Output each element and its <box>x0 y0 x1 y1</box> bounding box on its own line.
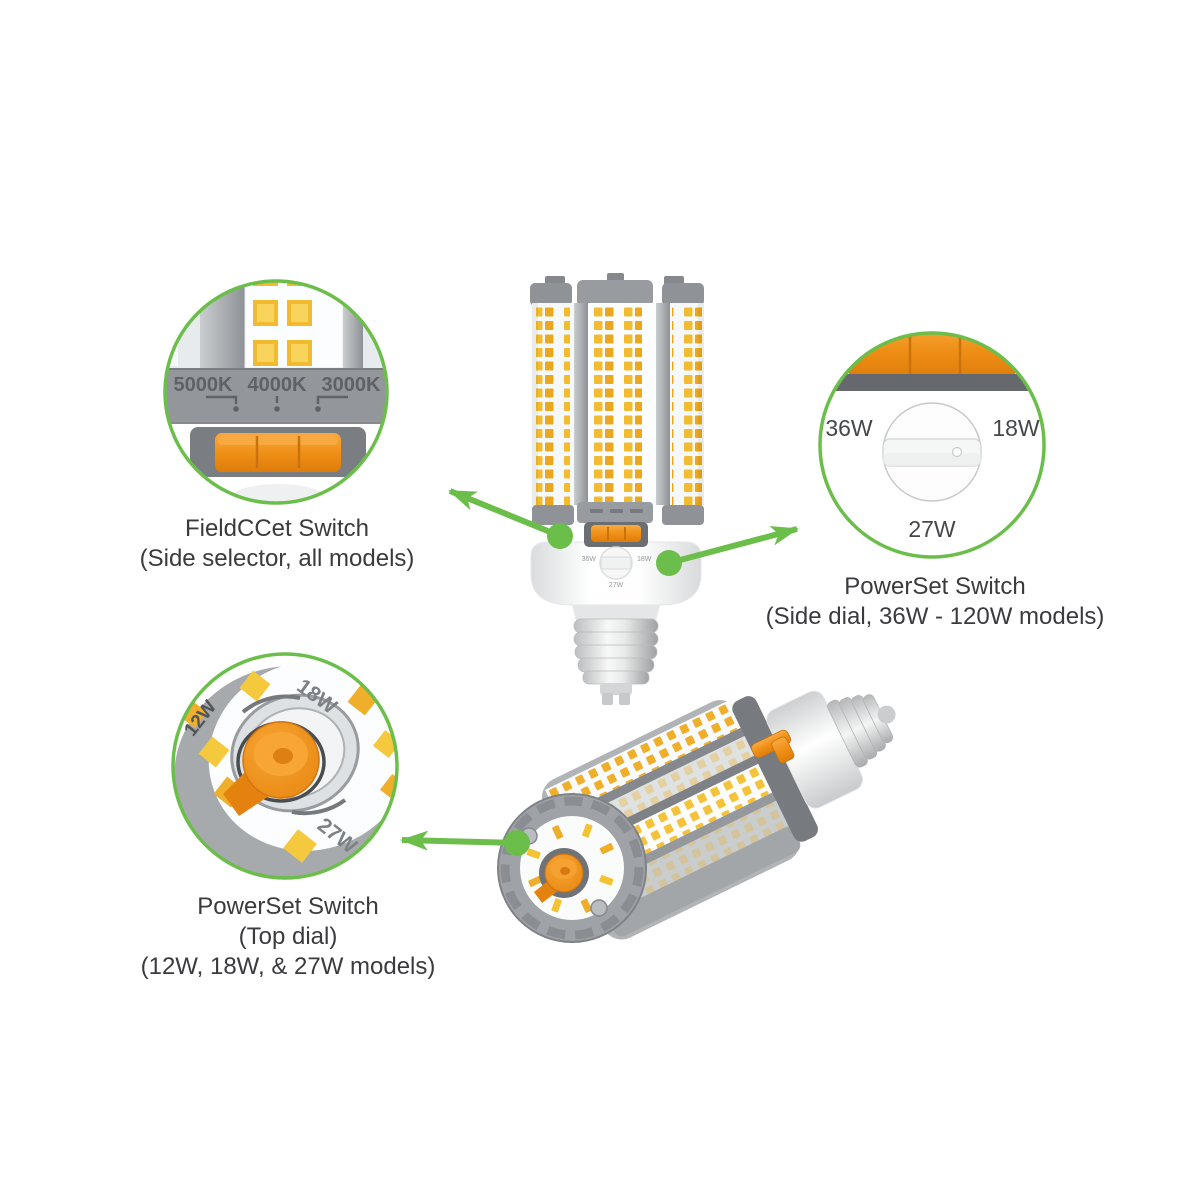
side-dial-label-27w: 27W <box>908 516 956 542</box>
callout-powerset-side: 36W 18W 27W <box>818 331 1046 559</box>
cct-label-4000k: 4000K <box>248 374 307 396</box>
caption-powerset-side-title: PowerSet Switch <box>844 573 1026 600</box>
caption-fieldcct-subtitle: (Side selector, all models) <box>139 545 415 572</box>
powerset-side-callout-ring <box>818 331 1046 559</box>
cct-label-3000k: 3000K <box>322 374 381 396</box>
cct-selector-switch <box>190 427 366 477</box>
caption-fieldcct: FieldCCet Switch (Side selector, all mod… <box>140 514 415 574</box>
side-orange-switch-closeup <box>820 333 1044 391</box>
horizontal-bulb-screw <box>827 694 896 768</box>
face-powerset-knob <box>534 848 589 903</box>
face-led-ring <box>526 823 614 913</box>
side-dial-label-36w: 36W <box>825 415 873 441</box>
caption-powerset-side: PowerSet Switch (Side dial, 36W - 120W m… <box>766 572 1105 632</box>
top-powerset-knob <box>223 721 326 816</box>
arrow-to-powerset-top-callout <box>400 830 530 856</box>
caption-powerset-top-subtitle2: (12W, 18W, & 27W models) <box>140 953 436 980</box>
base-dial-label-bottom: 27W <box>609 582 624 589</box>
caption-powerset-side-subtitle: (Side dial, 36W - 120W models) <box>765 603 1105 630</box>
bulb-led-body <box>532 303 704 505</box>
side-dial-label-18w: 18W <box>992 415 1040 441</box>
callout-powerset-top: 12W 18W 27W <box>171 652 399 880</box>
horizontal-bulb-collar <box>732 696 818 842</box>
cct-label-plate: 5000K 4000K 3000K <box>165 368 387 424</box>
caption-powerset-top-title: PowerSet Switch <box>197 893 379 920</box>
bulb-screw-base <box>572 605 660 705</box>
cct-led-closeup <box>165 281 387 369</box>
caption-powerset-top-subtitle1: (Top dial) <box>238 923 338 950</box>
base-powerset-dial: 36W 18W 27W <box>582 546 652 589</box>
base-dial-label-left: 36W <box>582 556 597 563</box>
base-dial-label-right: 18W <box>637 556 652 563</box>
vertical-corn-bulb: 36W 18W 27W <box>530 273 704 705</box>
callout-arrows <box>400 488 799 856</box>
arrow-to-powerset-side-callout <box>656 526 799 576</box>
cct-label-5000k: 5000K <box>174 374 233 396</box>
arrow-to-cct-callout <box>448 488 573 549</box>
cct-selector-mini-switch <box>584 522 648 547</box>
cct-position-markers <box>206 395 348 404</box>
horizontal-corn-bulb <box>497 690 896 943</box>
caption-fieldcct-title: FieldCCet Switch <box>184 515 370 542</box>
side-powerset-dial <box>882 402 982 502</box>
cct-callout-ring <box>163 279 389 505</box>
powerset-top-callout-ring <box>171 652 399 880</box>
horizontal-bulb-face <box>497 793 647 943</box>
horizontal-bulb-orange-switch <box>751 729 795 764</box>
face-screw <box>590 899 608 917</box>
callout-cct: 5000K 4000K 3000K <box>163 279 389 505</box>
caption-powerset-top: PowerSet Switch (Top dial) (12W, 18W, & … <box>141 892 436 982</box>
bulb-top-caps <box>530 273 704 307</box>
bulb-bottom-caps <box>532 502 704 525</box>
